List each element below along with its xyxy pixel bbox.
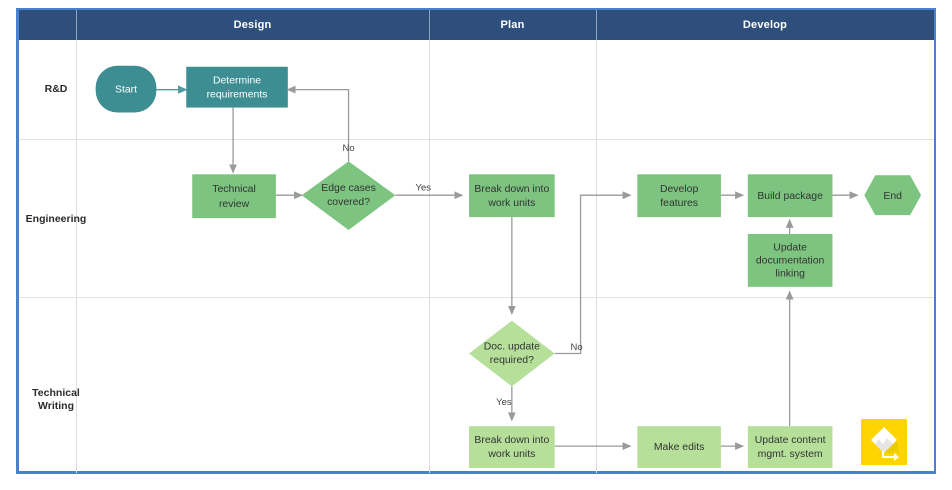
node-technical-review-line1: Technical (212, 184, 256, 195)
node-update-doc-line3: linking (775, 269, 805, 280)
node-develop-features-line2: features (660, 198, 698, 209)
lane-divider-rnd-engineering (19, 139, 934, 140)
header-divider-design-plan (429, 10, 430, 40)
edge-doc-update-no-to-develop-features (554, 191, 632, 355)
edge-label-no-doc-update: No (571, 342, 583, 353)
header-divider-plan-develop (596, 10, 597, 40)
node-start[interactable]: Start (95, 65, 157, 113)
edge-label-yes-doc-update: Yes (496, 397, 512, 408)
node-technical-review-line2: review (219, 199, 250, 210)
lucidchart-logo (861, 419, 907, 465)
column-header-develop: Develop (742, 19, 788, 31)
node-update-doc-line2: documentation (756, 256, 825, 267)
node-end-label: End (883, 191, 902, 202)
node-update-doc-line1: Update (773, 243, 807, 254)
node-breakdown-eng-line2: work units (487, 198, 535, 209)
lane-label-engineering: Engineering (25, 213, 87, 225)
node-develop-features[interactable]: Develop features (637, 174, 721, 218)
node-update-cms-line1: Update content (755, 435, 826, 446)
column-header-plan: Plan (500, 19, 525, 31)
edge-label-yes-edge-cases: Yes (416, 183, 432, 194)
node-doc-update-required[interactable]: Doc. update required? (469, 320, 555, 387)
header-divider-lane (76, 10, 77, 40)
column-divider-lane (76, 40, 77, 473)
node-breakdown-eng-line1: Break down into (474, 184, 549, 195)
lane-divider-engineering-techwriting (19, 297, 934, 298)
node-develop-features-line1: Develop (660, 184, 698, 195)
node-breakdown-work-units-engineering[interactable]: Break down into work units (469, 174, 555, 218)
node-edge-cases-covered[interactable]: Edge cases covered? (301, 161, 396, 231)
edge-label-no-edge-cases: No (343, 143, 355, 154)
node-technical-review[interactable]: Technical review (192, 174, 276, 219)
node-start-label: Start (115, 84, 137, 95)
node-doc-update-required-line2: required? (490, 355, 534, 366)
node-update-documentation-linking[interactable]: Update documentation linking (747, 234, 833, 287)
node-doc-update-required-line1: Doc. update (484, 341, 540, 352)
column-header-band (19, 10, 934, 40)
edge-edge-cases-no-to-determine (286, 85, 350, 162)
node-determine-requirements-line1: Determine (213, 75, 261, 86)
node-determine-requirements-line2: requirements (207, 89, 268, 100)
column-divider-design-plan (429, 40, 430, 473)
node-breakdown-tw-line1: Break down into (474, 435, 549, 446)
node-make-edits-label: Make edits (654, 442, 704, 453)
lane-label-technical-writing: Technical Writing (23, 387, 89, 413)
column-header-design: Design (233, 19, 272, 31)
node-edge-cases-covered-line1: Edge cases (321, 183, 376, 194)
swimlane-frame: Design Plan Develop R&D Engineering Tech… (16, 8, 936, 474)
lucidchart-logo-icon (871, 427, 899, 461)
column-divider-plan-develop (596, 40, 597, 473)
node-edge-cases-covered-line2: covered? (327, 197, 370, 208)
lane-label-technical-writing-line2: Writing (38, 400, 74, 412)
node-breakdown-tw-line2: work units (487, 449, 535, 460)
node-determine-requirements[interactable]: Determine requirements (186, 66, 288, 108)
lane-label-technical-writing-line1: Technical (32, 387, 80, 399)
node-make-edits[interactable]: Make edits (637, 426, 721, 469)
flowchart-svg: No Yes No Yes Start Determine requiremen… (95, 65, 922, 469)
lane-label-rnd: R&D (44, 83, 68, 95)
node-update-cms-line2: mgmt. system (758, 449, 823, 460)
node-build-package[interactable]: Build package (747, 174, 833, 218)
node-build-package-label: Build package (757, 191, 823, 202)
node-end[interactable]: End (864, 175, 922, 216)
node-breakdown-work-units-techwriting[interactable]: Break down into work units (469, 426, 555, 469)
node-update-content-mgmt-system[interactable]: Update content mgmt. system (747, 426, 833, 469)
